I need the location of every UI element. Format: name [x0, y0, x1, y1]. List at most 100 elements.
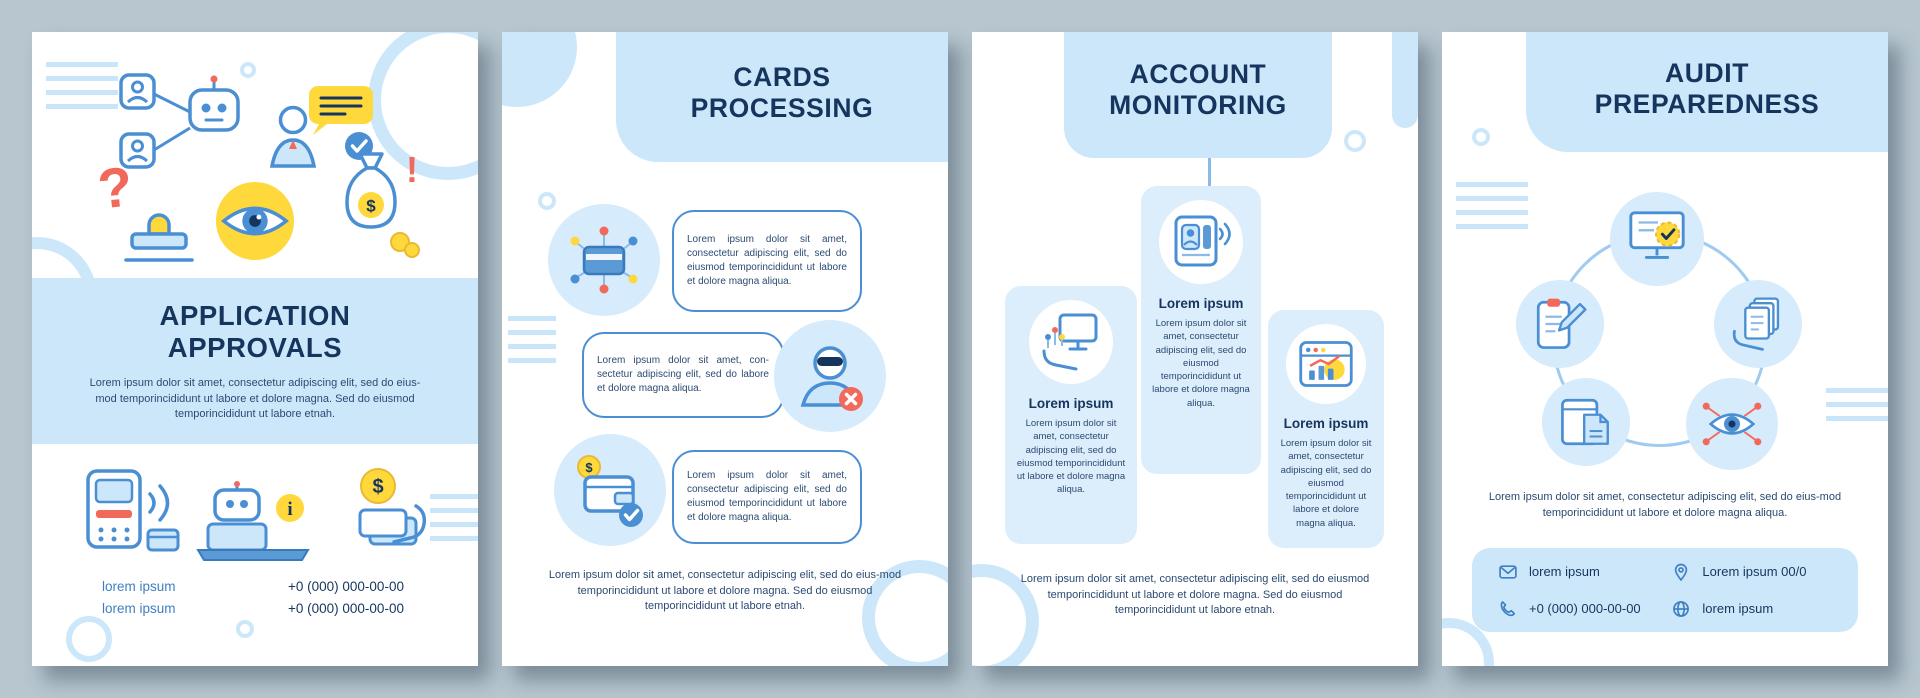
- feature-icon-circle: [548, 204, 660, 316]
- icon-circle: [1286, 324, 1366, 404]
- monitoring-card: Lorem ipsum Lorem ipsum dolor sit amet, …: [1005, 286, 1137, 544]
- svg-text:$: $: [372, 476, 383, 498]
- page-title: AUDIT PREPAREDNESS: [1526, 32, 1888, 121]
- monitoring-card: Lorem ipsum Lorem ipsum dolor sit amet, …: [1141, 186, 1261, 474]
- feature-icon-circle: [774, 320, 886, 432]
- title-line: PREPAREDNESS: [1594, 89, 1820, 120]
- feature-text-bubble: Lorem ipsum dolor sit amet, con-sectetur…: [582, 332, 784, 418]
- money-bag-icon: ! $: [345, 150, 420, 258]
- page-cards-processing: CARDS PROCESSING Lorem ipsum dolor sit a…: [502, 32, 948, 666]
- person-approved-icon: [269, 86, 373, 168]
- title-line: AUDIT: [1665, 58, 1749, 88]
- stripes-decor: [1826, 388, 1888, 428]
- icon-circle: [1159, 200, 1243, 284]
- feature-text-bubble: Lorem ipsum dolor sit amet, consectetur …: [672, 450, 862, 544]
- title-line: MONITORING: [1109, 90, 1287, 121]
- circle-decor: [1442, 618, 1494, 666]
- feature-icon-circle: $: [554, 434, 666, 546]
- card-network-icon: [570, 226, 638, 294]
- document-window-icon: [1561, 398, 1609, 446]
- circle-decor: [538, 192, 556, 210]
- title-line: ACCOUNT: [1129, 59, 1267, 89]
- stripes-decor: [430, 494, 478, 541]
- card-heading: Lorem ipsum: [1283, 416, 1369, 431]
- circle-decor: [236, 620, 254, 638]
- robot-assistant-icon: i: [196, 481, 310, 561]
- card-body: Lorem ipsum dolor sit amet, consectetur …: [1016, 418, 1126, 496]
- contact-phone: +0 (000) 000-00-00: [288, 601, 404, 617]
- wallet-approved-icon: $: [577, 455, 643, 527]
- circle-decor: [1344, 130, 1366, 152]
- contact-link: lorem ipsum: [102, 601, 176, 617]
- page-account-monitoring: ACCOUNT MONITORING Lorem ipsum Lorem ips…: [972, 32, 1418, 666]
- people-network-robot-icon: [119, 73, 240, 169]
- audit-icon-circle: [1542, 378, 1630, 466]
- analytics-window-icon: [1299, 341, 1353, 387]
- contact-label: lorem ipsum: [1702, 601, 1774, 616]
- card-body: Lorem ipsum dolor sit amet, consectetur …: [1280, 438, 1372, 529]
- intro-paragraph: Lorem ipsum dolor sit amet, consectetur …: [89, 377, 421, 421]
- globe-icon: [1673, 600, 1690, 617]
- card-heading: Lorem ipsum: [1158, 296, 1244, 311]
- title-line: PROCESSING: [690, 93, 874, 124]
- stripes-decor: [1456, 182, 1528, 229]
- svg-text:i: i: [287, 499, 292, 520]
- contact-label: lorem ipsum: [1529, 564, 1600, 579]
- feature-text: Lorem ipsum dolor sit amet, consectetur …: [687, 470, 847, 523]
- profile-window-icon: [1174, 215, 1231, 267]
- hand-documents-icon: [1732, 297, 1780, 351]
- audit-icon-circle: [1686, 378, 1778, 470]
- feature-text-bubble: Lorem ipsum dolor sit amet, consectetur …: [672, 210, 862, 312]
- footer-paragraph: Lorem ipsum dolor sit amet, consectetur …: [548, 569, 902, 613]
- payment-terminal-icon: [86, 469, 180, 552]
- svg-text:$: $: [585, 460, 593, 475]
- circle-decor: [1472, 128, 1490, 146]
- title-line: CARDS: [733, 62, 831, 92]
- page-title: APPLICATION APPROVALS: [32, 300, 478, 365]
- stripes-decor: [508, 316, 556, 363]
- feature-text: Lorem ipsum dolor sit amet, con-sectetur…: [597, 355, 769, 394]
- contact-label: Lorem ipsum 00/0: [1702, 564, 1807, 579]
- audit-icon-circle: [1610, 192, 1704, 286]
- page-title: CARDS PROCESSING: [616, 32, 948, 125]
- icon-circle: [1029, 300, 1113, 384]
- hand-coin-icon: $: [358, 468, 427, 546]
- connector-line: [1208, 158, 1211, 186]
- envelope-icon: [1499, 564, 1517, 579]
- intro-paragraph: Lorem ipsum dolor sit amet, consectetur …: [1488, 491, 1842, 519]
- stamp-icon: [124, 213, 194, 262]
- stripes-decor: [46, 62, 118, 109]
- card-heading: Lorem ipsum: [1028, 396, 1114, 411]
- contact-panel: lorem ipsum Lorem ipsum 00/0 +0 (000) 00…: [1472, 548, 1858, 632]
- title-band: [32, 278, 478, 444]
- location-pin-icon: [1675, 563, 1688, 581]
- circle-decor: [240, 62, 256, 78]
- feature-text: Lorem ipsum dolor sit amet, consectetur …: [687, 234, 847, 287]
- title-line: APPROVALS: [167, 332, 343, 364]
- card-body: Lorem ipsum dolor sit amet, consectetur …: [1152, 318, 1250, 409]
- circle-decor: [66, 616, 112, 662]
- title-line: APPLICATION: [159, 300, 351, 331]
- hand-data-monitor-icon: [1042, 313, 1098, 371]
- svg-text:!: !: [406, 150, 418, 190]
- monitor-check-icon: [1629, 211, 1685, 259]
- contact-label: +0 (000) 000-00-00: [1529, 601, 1641, 616]
- audit-icon-circle: [1714, 280, 1802, 368]
- footer-paragraph: Lorem ipsum dolor sit amet, consectetur …: [1020, 573, 1370, 617]
- contact-links: lorem ipsum lorem ipsum: [102, 576, 176, 621]
- audit-icon-circle: [1516, 280, 1604, 368]
- page-title: ACCOUNT MONITORING: [1064, 32, 1332, 122]
- corner-blob-decor: [502, 32, 577, 107]
- monitoring-card: Lorem ipsum Lorem ipsum dolor sit amet, …: [1268, 310, 1384, 548]
- svg-text:$: $: [366, 197, 376, 216]
- header-band: ACCOUNT MONITORING: [1064, 32, 1332, 158]
- pill-decor: [1392, 32, 1418, 128]
- contact-phone: +0 (000) 000-00-00: [288, 579, 404, 594]
- contact-link: lorem ipsum: [102, 579, 176, 594]
- fraud-hacker-icon: [800, 346, 863, 411]
- header-band: AUDIT PREPAREDNESS: [1526, 32, 1888, 152]
- contact-phones: +0 (000) 000-00-00 +0 (000) 000-00-00: [288, 576, 404, 621]
- page-application-approvals: ? ! $ APPLICATION APPROVALS Lorem ipsum …: [32, 32, 478, 666]
- contact-item-address: Lorem ipsum 00/0: [1671, 562, 1832, 582]
